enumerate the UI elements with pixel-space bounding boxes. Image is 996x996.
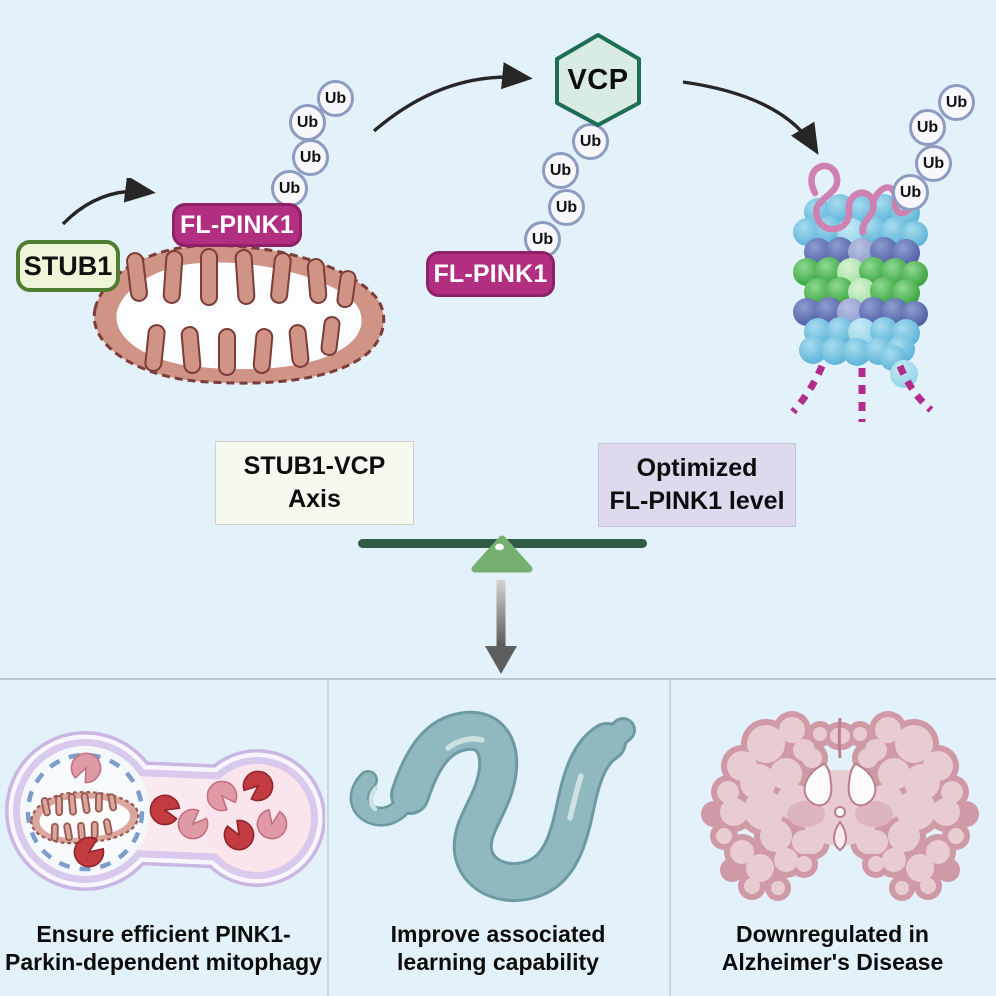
ubiquitin-circle: Ub [542, 152, 579, 189]
ubiquitin-circle: Ub [548, 189, 585, 226]
balance-left-line2: Axis [288, 485, 341, 513]
ub-label: Ub [945, 93, 968, 111]
stub1-pill: STUB1 [16, 240, 120, 292]
caption-line: learning capability [397, 949, 599, 975]
ub-label: Ub [549, 161, 572, 179]
ub-label: Ub [324, 89, 347, 107]
ubiquitin-circle: Ub [572, 123, 609, 160]
balance-left-box: STUB1-VCP Axis [215, 441, 414, 525]
proteasome-illustration [790, 162, 934, 422]
hydrolase-pacmen [70, 752, 288, 868]
caption-worm: Improve associated learning capability [327, 920, 669, 976]
down-arrow [485, 580, 517, 674]
ub-label: Ub [899, 183, 922, 201]
worm-illustration [349, 710, 636, 902]
panel-divider-2 [669, 680, 671, 996]
stub1-label: STUB1 [23, 250, 113, 281]
ubiquitin-circle: Ub [892, 174, 929, 211]
balance-right-line1: Optimized [636, 454, 758, 482]
flpink1-pill-cytosol: FL-PINK1 [426, 251, 555, 297]
caption-line: Alzheimer's Disease [721, 949, 944, 975]
ub-label: Ub [555, 198, 578, 216]
balance-right-box: Optimized FL-PINK1 level [598, 443, 796, 527]
vcp-node: VCP [553, 31, 643, 129]
arrow-to-proteasome [682, 80, 819, 155]
ubiquitin-circle: Ub [292, 139, 329, 176]
ub-label: Ub [922, 154, 945, 172]
brain-illustration [701, 711, 979, 901]
panel-divider-1 [327, 680, 329, 996]
mitochondrion-illustration [92, 243, 386, 385]
ubiquitin-circle: Ub [938, 84, 975, 121]
ubiquitin-circle: Ub [915, 145, 952, 182]
flpink1-label: FL-PINK1 [433, 259, 548, 288]
ub-label: Ub [296, 113, 319, 131]
ub-label: Ub [579, 132, 602, 150]
ubiquitin-circle: Ub [909, 109, 946, 146]
ub-label: Ub [278, 179, 301, 197]
balance-right-line2: FL-PINK1 level [609, 487, 785, 515]
ubiquitin-circle: Ub [317, 80, 354, 117]
ub-label: Ub [299, 148, 322, 166]
flpink1-pill-mito: FL-PINK1 [172, 203, 302, 247]
ub-label: Ub [531, 230, 554, 248]
peptide-dashes [790, 364, 934, 422]
arrow-to-vcp [372, 62, 533, 133]
vcp-hexagon [555, 33, 641, 127]
ubiquitin-circle: Ub [271, 170, 308, 207]
balance-fulcrum [471, 535, 533, 573]
arrow-stub1-to-flpink1 [61, 178, 156, 226]
ub-label: Ub [916, 118, 939, 136]
balance-left-line1: STUB1-VCP [243, 452, 386, 480]
panel-top-divider [0, 678, 996, 680]
mitophagy-illustration [5, 731, 325, 891]
caption-line: Downregulated in [736, 921, 929, 947]
caption-line: Ensure efficient PINK1- [36, 921, 291, 947]
caption-mitophagy: Ensure efficient PINK1- Parkin-dependent… [0, 920, 327, 976]
caption-line: Improve associated [390, 921, 606, 947]
flpink1-label: FL-PINK1 [179, 210, 295, 239]
caption-line: Parkin-dependent mitophagy [5, 949, 322, 975]
caption-brain: Downregulated in Alzheimer's Disease [669, 920, 996, 976]
ubiquitin-circle: Ub [289, 104, 326, 141]
vcp-label: VCP [567, 63, 629, 96]
